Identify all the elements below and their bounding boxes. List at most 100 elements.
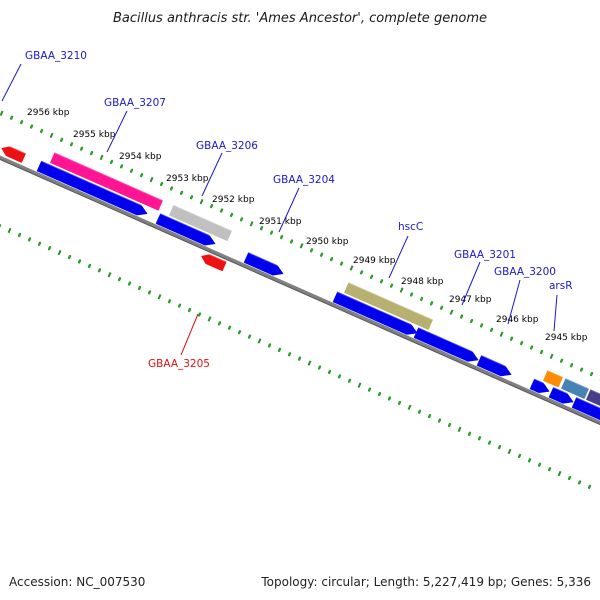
cds-bar-arsR-2[interactable]: [548, 386, 574, 404]
inner-ring-minor-tick: [47, 246, 52, 251]
gene-label-leader: [180, 313, 199, 356]
cds-bar-3204-highlight: [248, 251, 286, 270]
gene-label-hscc[interactable]: hscC: [398, 221, 423, 233]
outer-ring-minor-tick: [439, 305, 444, 310]
gene-bar-3200[interactable]: [542, 370, 564, 388]
inner-ring-minor-tick: [137, 285, 142, 291]
inner-ring-minor-tick: [417, 409, 422, 414]
inner-ring-minor-tick: [127, 281, 132, 286]
gene-bar-edge[interactable]: [585, 389, 600, 413]
cds-bar-3207-highlight: [41, 160, 150, 210]
gene-bar-edge-highlight: [590, 388, 600, 395]
gene-label-gbaa-3205[interactable]: GBAA_3205: [148, 358, 210, 370]
outer-ring-minor-tick: [529, 345, 534, 350]
gene-label-gbaa-3207[interactable]: GBAA_3207: [104, 97, 166, 109]
reverse-gene-3205-highlight: [203, 251, 227, 263]
outer-ring-minor-tick: [89, 150, 94, 156]
inner-ring-minor-tick: [237, 330, 242, 335]
outer-ring-minor-tick: [139, 173, 144, 178]
inner-ring-minor-tick: [447, 422, 452, 428]
outer-ring-major-tick: [149, 176, 154, 183]
inner-ring-major-tick: [207, 316, 212, 322]
cds-bar-3201[interactable]: [413, 327, 479, 362]
outer-ring-minor-tick: [579, 367, 584, 372]
gene-label-arsr[interactable]: arsR: [549, 280, 573, 292]
cds-bar-3204[interactable]: [243, 252, 284, 276]
inner-ring-minor-tick: [277, 347, 282, 352]
outer-ring-minor-tick: [159, 181, 164, 187]
cds-bar-edge-highlight: [576, 396, 600, 409]
inner-ring-minor-tick: [37, 241, 42, 246]
outer-ring-major-tick: [399, 287, 404, 293]
outer-ring-minor-tick: [119, 164, 124, 169]
inner-tick-ring: [0, 223, 592, 489]
tick-label: 2948 kbp: [401, 277, 444, 287]
reverse-gene-left[interactable]: [1, 146, 27, 163]
cds-bar-arsR-2-highlight: [553, 386, 576, 398]
inner-ring-minor-tick: [537, 462, 542, 467]
outer-ring-major-tick: [0, 110, 4, 116]
label-leaders: [1, 63, 558, 356]
outer-ring-minor-tick: [29, 124, 34, 129]
inner-ring-major-tick: [257, 338, 262, 344]
gene-bar-3207[interactable]: [49, 152, 164, 211]
gene-label-gbaa-3210[interactable]: GBAA_3210: [25, 50, 87, 62]
outer-ring-minor-tick: [289, 239, 294, 244]
inner-ring-minor-tick: [527, 458, 532, 463]
tick-label: 2954 kbp: [119, 152, 162, 162]
outer-ring-major-tick: [549, 353, 554, 360]
tick-label: 2952 kbp: [212, 195, 255, 205]
gene-label-leader: [388, 235, 409, 279]
outer-ring-minor-tick: [389, 283, 394, 288]
genome-backbone-shade: [0, 158, 600, 426]
cds-bar-3207[interactable]: [36, 160, 148, 216]
gene-label-gbaa-3206[interactable]: GBAA_3206: [196, 140, 258, 152]
outer-ring-minor-tick: [39, 128, 44, 134]
outer-ring-major-tick: [249, 221, 254, 227]
reverse-gene-3205[interactable]: [201, 254, 227, 272]
gene-bar-hscC[interactable]: [343, 282, 434, 331]
inner-ring-minor-tick: [337, 374, 342, 379]
cds-bar-arsR[interactable]: [529, 378, 550, 394]
accession-text: Accession: NC_007530: [9, 575, 145, 589]
inner-ring-major-tick: [507, 448, 512, 455]
inner-ring-minor-tick: [547, 467, 552, 472]
tick-label: 2956 kbp: [27, 108, 70, 118]
inner-ring-minor-tick: [197, 312, 202, 317]
inner-ring-minor-tick: [317, 365, 322, 370]
reverse-gene-left-highlight: [3, 143, 26, 155]
gene-bar-3200-highlight: [547, 369, 563, 378]
inner-ring-minor-tick: [227, 325, 232, 330]
gene-label-leader: [201, 152, 223, 197]
outer-ring-minor-tick: [219, 208, 224, 213]
outer-ring-minor-tick: [79, 146, 84, 151]
gene-bar-hscC-highlight: [348, 282, 433, 321]
outer-ring-minor-tick: [409, 292, 414, 297]
cds-bar-hscC[interactable]: [332, 291, 418, 335]
outer-ring-minor-tick: [319, 252, 324, 257]
outer-ring-major-tick: [449, 309, 454, 315]
cds-bar-3200[interactable]: [476, 355, 512, 377]
outer-ring-minor-tick: [429, 301, 434, 306]
gene-bar-arsR[interactable]: [560, 378, 590, 400]
outer-ring-minor-tick: [339, 261, 344, 266]
inner-ring-minor-tick: [147, 290, 152, 295]
inner-ring-minor-tick: [97, 268, 102, 273]
gene-bar-3206[interactable]: [168, 204, 233, 242]
gene-label-gbaa-3200[interactable]: GBAA_3200: [494, 266, 556, 278]
cds-bar-3206[interactable]: [155, 213, 216, 246]
outer-ring-minor-tick: [59, 137, 64, 142]
gene-label-gbaa-3201[interactable]: GBAA_3201: [454, 249, 516, 261]
inner-ring-minor-tick: [67, 254, 72, 260]
outer-ring-minor-tick: [209, 203, 214, 209]
inner-ring-major-tick: [407, 404, 412, 410]
inner-ring-minor-tick: [347, 378, 352, 383]
gene-label-gbaa-3204[interactable]: GBAA_3204: [273, 174, 335, 186]
inner-ring-minor-tick: [477, 436, 482, 441]
outer-ring-minor-tick: [129, 168, 134, 173]
cds-bar-edge[interactable]: [571, 397, 600, 421]
genome-summary-text: Topology: circular; Length: 5,227,419 bp…: [260, 575, 591, 589]
inner-ring-minor-tick: [247, 334, 252, 339]
tick-label: 2947 kbp: [449, 295, 492, 305]
